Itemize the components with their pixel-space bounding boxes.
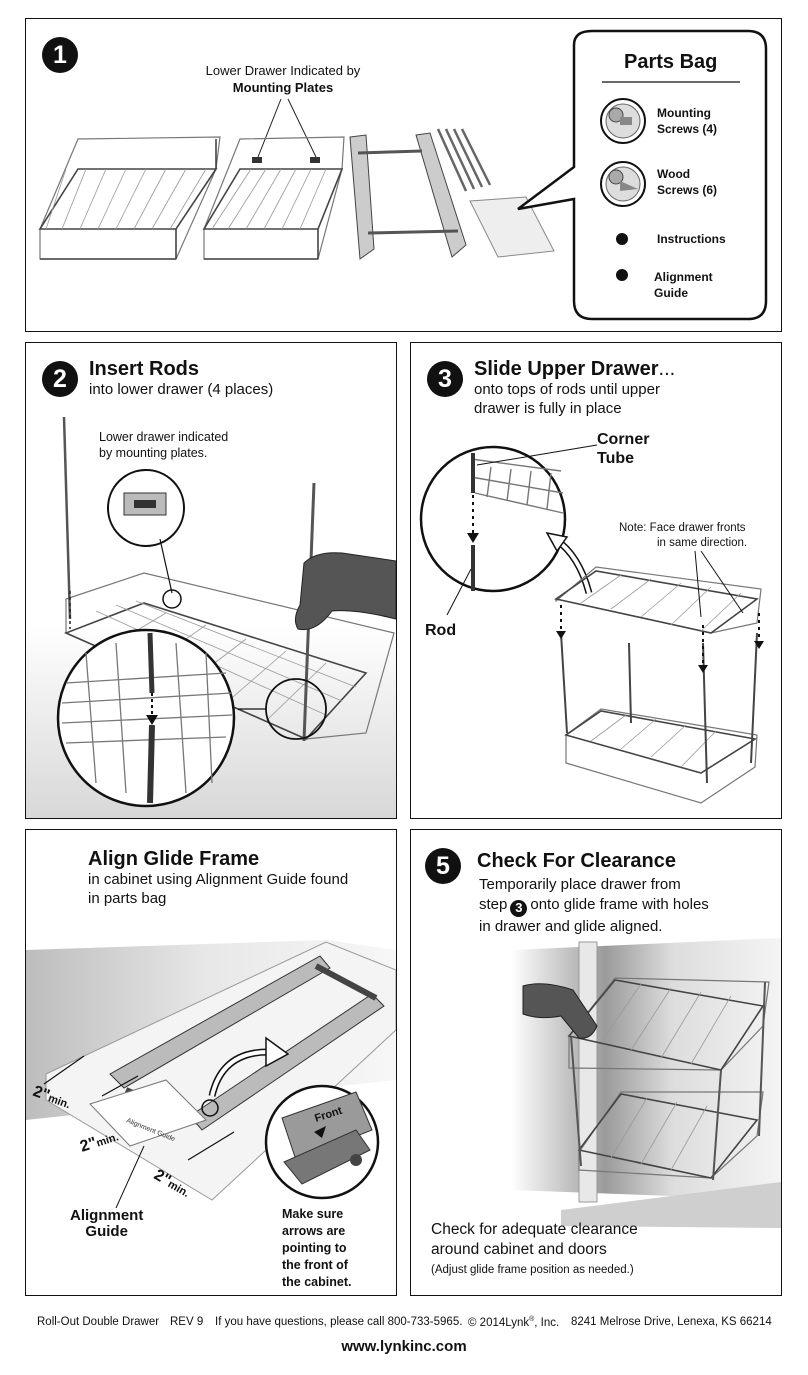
footer-website-link[interactable]: www.lynkinc.com: [341, 1338, 467, 1355]
parts-item-wood-screws: Wood Screws (6): [657, 167, 718, 197]
parts-item-instructions: Instructions: [657, 232, 726, 246]
step-5-title: Check For Clearance: [477, 850, 676, 872]
alignment-guide-bullet-icon: [616, 269, 628, 281]
parts-illustration: [38, 29, 768, 321]
step-3-badge: 3: [427, 361, 463, 397]
step-1-badge: 1: [42, 37, 78, 73]
hand-image: [294, 552, 396, 631]
step-5-panel: 5 Check For Clearance Temporarily place …: [410, 829, 782, 1296]
glide-frame-image: [349, 132, 467, 260]
step-3-subtitle: onto tops of rods until upper drawer is …: [474, 381, 660, 417]
clearance-note: Check for adequate clearance around cabi…: [431, 1221, 638, 1258]
parts-item-alignment-guide: Alignment Guide: [654, 270, 713, 300]
step-2-badge: 2: [42, 361, 78, 397]
upper-drawer-image: [38, 136, 221, 260]
clearance-check-illustration: [511, 938, 781, 1228]
step-2-panel: 2 Insert Rods into lower drawer (4 place…: [25, 342, 397, 819]
step-4-panel: Align Glide Frame in cabinet using Align…: [25, 829, 397, 1296]
parts-item-mounting-screws: Mounting Screws (4): [657, 106, 718, 136]
front-arrow-detail: Front: [264, 1084, 380, 1200]
slide-upper-drawer-illustration: [419, 444, 764, 804]
step-4-subtitle: in cabinet using Alignment Guide found i…: [88, 871, 349, 907]
step-2-note: Lower drawer indicated by mounting plate…: [99, 430, 229, 460]
parts-bag-image: [469, 196, 555, 258]
parts-bag-title: Parts Bag: [624, 51, 718, 73]
footer-copyright: © 2014Lynk®, Inc.: [468, 1316, 560, 1329]
adjust-note: (Adjust glide frame position as needed.): [431, 1264, 634, 1276]
wood-screw-icon: [600, 161, 646, 207]
rod-label: Rod: [425, 622, 457, 639]
step-3-title: Slide Upper Drawer...: [474, 358, 676, 380]
footer-address: 8241 Melrose Drive, Lenexa, KS 66214: [571, 1316, 772, 1328]
step-2-title: Insert Rods: [89, 358, 200, 380]
align-glide-frame-illustration: Alignment Guide Front: [26, 940, 396, 1201]
mounting-plate-detail: [107, 469, 185, 609]
step-3-panel: 3 Slide Upper Drawer... onto tops of rod…: [410, 342, 782, 819]
lower-drawer-image: [202, 136, 345, 260]
step-5-badge: 5: [425, 848, 461, 884]
corner-tube-label: Corner Tube: [597, 431, 650, 467]
alignment-guide-label: Alignment Guide: [70, 1207, 144, 1240]
step-2-subtitle: into lower drawer (4 places): [89, 381, 274, 398]
footer-product: Roll-Out Double Drawer: [37, 1316, 160, 1328]
guide-leader-line: [115, 1145, 145, 1209]
instructions-bullet-icon: [616, 233, 628, 245]
mounting-screw-icon: [600, 98, 646, 144]
lower-drawer-callout: Lower Drawer Indicated by Mounting Plate…: [205, 63, 361, 95]
insert-rods-illustration: [26, 416, 396, 818]
step-4-title: Align Glide Frame: [88, 848, 260, 870]
make-sure-note: Make sure arrows are pointing to the fro…: [282, 1207, 352, 1289]
step-1-panel: 1 Lower Drawer Indicated by Mounting Pla…: [25, 18, 782, 332]
footer-questions: If you have questions, please call 800-7…: [215, 1316, 463, 1328]
footer-rev: REV 9: [170, 1316, 204, 1328]
rods-image: [436, 128, 492, 192]
step-3-inline-badge: 3: [510, 899, 528, 917]
face-direction-note: Note: Face drawer fronts in same directi…: [619, 522, 748, 549]
rod-insert-detail: [56, 628, 236, 808]
corner-tube-detail: [419, 444, 598, 616]
hand-image: [522, 983, 598, 1039]
